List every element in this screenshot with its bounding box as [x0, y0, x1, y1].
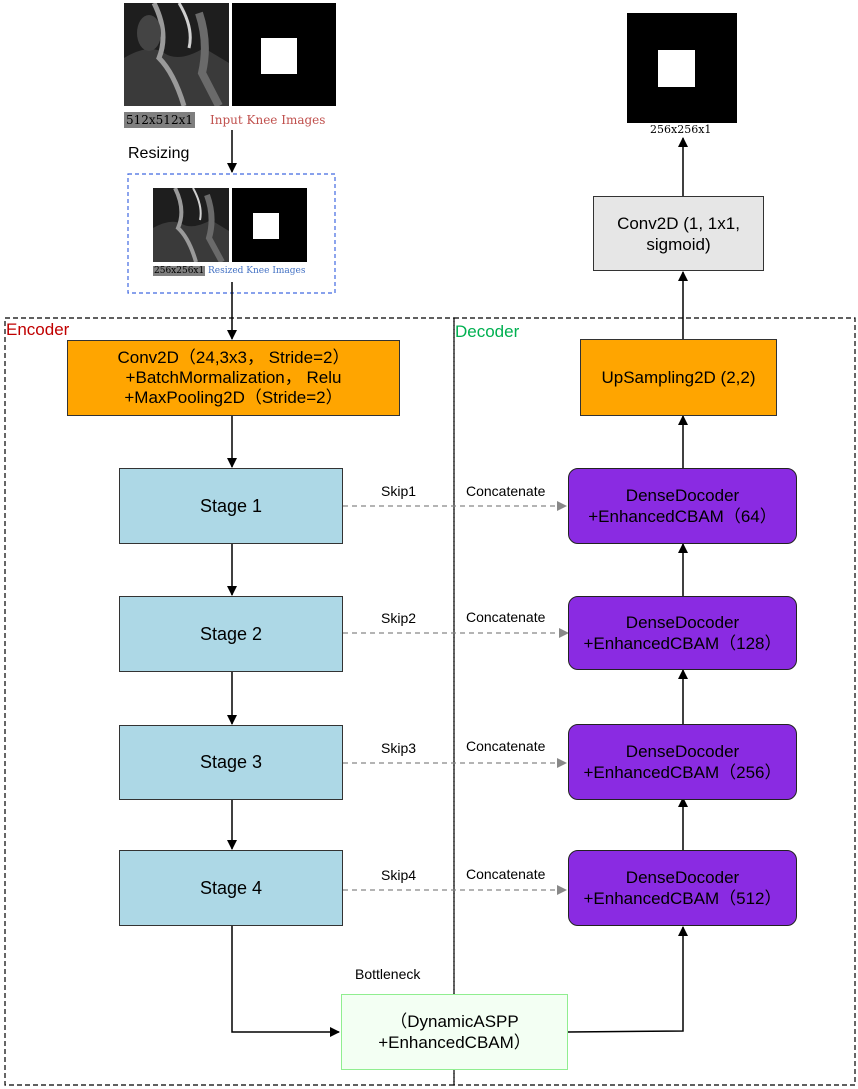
decoder-block-64-line1: DenseDocoder: [625, 486, 740, 505]
skip3-label: Skip3: [381, 740, 417, 756]
input-size-label: 512x512x1: [124, 112, 195, 128]
concatenate3-label: Concatenate: [466, 738, 546, 754]
bottleneck-line2: +EnhancedCBAM）: [378, 1033, 531, 1052]
decoder-block-128-line1: DenseDocoder: [625, 613, 740, 632]
encoder-title: Encoder: [6, 320, 70, 339]
conv-block-line3: +MaxPooling2D（Stride=2）: [124, 388, 343, 407]
decoder-block-256-line2: +EnhancedCBAM（256）: [583, 763, 782, 782]
output-mask-icon: [627, 13, 737, 123]
decoder-region-border: [453, 317, 856, 1086]
stage-2-block: Stage 2: [119, 596, 343, 672]
skip2-label: Skip2: [381, 610, 417, 626]
input-mri-knee-icon: [124, 3, 229, 106]
conv-block-line2: +BatchMormalization， Relu: [125, 368, 342, 387]
resizing-label: Resizing: [128, 145, 190, 162]
decoder-block-512-line1: DenseDocoder: [625, 868, 740, 887]
concatenate4-label: Concatenate: [466, 866, 546, 882]
input-mask-icon: [232, 3, 336, 106]
final-conv-block: Conv2D (1, 1x1, sigmoid): [593, 196, 764, 271]
decoder-block-512-line2: +EnhancedCBAM（512）: [583, 889, 782, 908]
stage-1-block: Stage 1: [119, 468, 343, 544]
concatenate2-label: Concatenate: [466, 609, 546, 625]
bottleneck-block: （DynamicASPP +EnhancedCBAM）: [341, 994, 568, 1070]
decoder-block-64: DenseDocoder +EnhancedCBAM（64）: [568, 468, 797, 544]
decoder-title: Decoder: [455, 322, 520, 341]
skip4-label: Skip4: [381, 867, 417, 883]
input-caption: Input Knee Images: [210, 113, 326, 127]
conv-block-line1: Conv2D（24,3x3， Stride=2）: [117, 348, 350, 367]
final-conv-line1: Conv2D (1, 1x1,: [617, 213, 740, 233]
decoder-block-128-line2: +EnhancedCBAM（128）: [583, 634, 782, 653]
decoder-block-256-line1: DenseDocoder: [625, 742, 740, 761]
decoder-block-64-line2: +EnhancedCBAM（64）: [588, 507, 777, 526]
resized-mri-knee-icon: [153, 188, 229, 262]
decoder-block-256: DenseDocoder +EnhancedCBAM（256）: [568, 724, 797, 800]
decoder-block-512: DenseDocoder +EnhancedCBAM（512）: [568, 850, 797, 926]
decoder-block-128: DenseDocoder +EnhancedCBAM（128）: [568, 596, 797, 670]
encoder-conv-block: Conv2D（24,3x3， Stride=2） +BatchMormaliza…: [67, 340, 400, 416]
bottleneck-line1: （DynamicASPP: [390, 1012, 519, 1031]
resized-mask-icon: [232, 188, 307, 262]
upsampling-block: UpSampling2D (2,2): [580, 339, 777, 416]
final-conv-line2: sigmoid): [646, 234, 711, 254]
stage-4-block: Stage 4: [119, 850, 343, 926]
bottleneck-label: Bottleneck: [355, 966, 421, 982]
resized-size-label: 256x256x1: [153, 266, 206, 276]
resized-caption: Resized Knee Images: [208, 266, 306, 276]
output-size-label: 256x256x1: [650, 123, 712, 136]
stage-3-block: Stage 3: [119, 725, 343, 800]
skip1-label: Skip1: [381, 483, 417, 499]
concatenate1-label: Concatenate: [466, 483, 546, 499]
